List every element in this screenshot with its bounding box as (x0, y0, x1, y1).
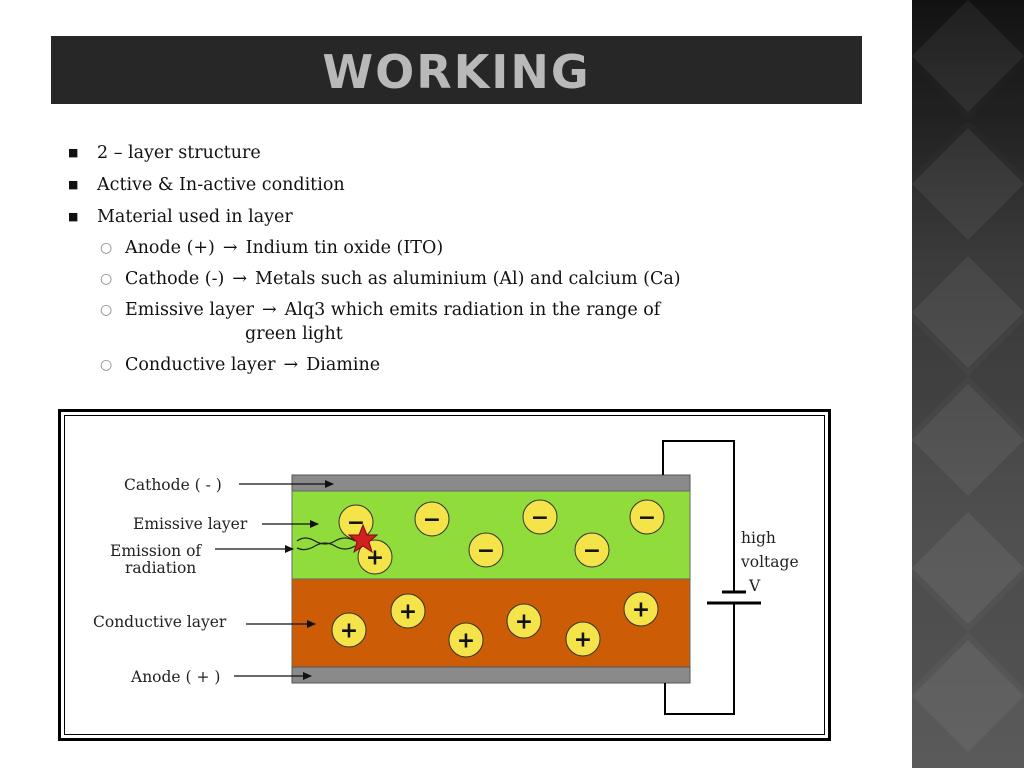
decorative-side-strip (912, 0, 1024, 768)
diamond-pattern (912, 0, 1024, 752)
cathode-layer (291, 474, 691, 492)
electron-charge: − (338, 504, 374, 540)
emissive-layer-label: Emissive layer (133, 515, 248, 533)
circle-bullet-icon: ○ (100, 240, 113, 256)
circle-bullet-icon: ○ (100, 302, 113, 318)
square-bullet-icon: ■ (68, 178, 79, 191)
sub-bullet-desc: Alq3 which emits radiation in the range … (284, 300, 661, 320)
svg-text:−: − (477, 539, 495, 564)
bullet-item: ■ Active & In-active condition (66, 172, 886, 204)
hole-charge: + (623, 591, 659, 627)
electron-charge: − (414, 501, 450, 537)
right-arrow-icon: → (283, 355, 299, 375)
sub-bullet-term: Anode (+) (125, 238, 215, 258)
sub-bullet-item: ○ Conductive layer → Diamine (66, 353, 886, 377)
emission-label-line1: Emission of (110, 542, 202, 560)
electron-charge: − (468, 532, 504, 568)
hole-charge: + (565, 621, 601, 657)
high-voltage-label-line2: voltage (740, 553, 799, 571)
anode-layer (291, 666, 691, 684)
radiation-wave (296, 542, 356, 551)
sub-bullet-desc: Indium tin oxide (ITO) (245, 238, 444, 258)
svg-text:+: + (399, 600, 417, 625)
oled-diagram: − − − − − − + + + + + + + Cathode ( - ) … (93, 440, 799, 715)
radiation-wave (296, 537, 356, 545)
svg-text:+: + (457, 629, 475, 654)
sub-bullet-term: Emissive layer (125, 300, 254, 320)
hole-charge: + (448, 622, 484, 658)
square-bullet-icon: ■ (68, 210, 79, 223)
svg-text:−: − (583, 539, 601, 564)
bullet-item: ■ 2 – layer structure (66, 140, 886, 172)
svg-text:+: + (632, 598, 650, 623)
electron-charge: − (574, 532, 610, 568)
voltage-symbol-label: V (748, 577, 761, 595)
svg-text:−: − (347, 511, 365, 536)
emission-label-line2: radiation (125, 559, 196, 577)
bullet-text: Active & In-active condition (97, 175, 345, 195)
circle-bullet-icon: ○ (100, 271, 113, 287)
sub-bullet-term: Conductive layer (125, 355, 276, 375)
sub-bullet-item: ○ Cathode (-) → Metals such as aluminium (… (66, 267, 886, 291)
oled-diagram-inner-border (64, 415, 825, 735)
bullet-item: ■ Material used in layer (66, 204, 886, 236)
hole-charge: + (390, 593, 426, 629)
circle-bullet-icon: ○ (100, 357, 113, 373)
oled-diagram-frame: − − − − − − + + + + + + + Cathode ( - ) … (58, 409, 831, 741)
sub-bullet-desc: Metals such as aluminium (Al) and calciu… (255, 269, 681, 289)
svg-text:−: − (531, 506, 549, 531)
sub-bullet-desc: Diamine (306, 355, 381, 375)
svg-text:+: + (366, 546, 384, 571)
sub-bullet-item: ○ Anode (+) → Indium tin oxide (ITO) (66, 236, 886, 260)
sub-bullet-item: ○ Emissive layer → Alq3 which emits radiat… (66, 298, 886, 346)
svg-text:+: + (340, 619, 358, 644)
recombination-spark-icon (347, 523, 379, 554)
bullet-text: Material used in layer (97, 207, 293, 227)
square-bullet-icon: ■ (68, 146, 79, 159)
electron-charge: − (629, 499, 665, 535)
sub-bullet-continuation: green light (245, 324, 343, 344)
right-arrow-icon: → (261, 300, 277, 320)
electron-charge: − (522, 499, 558, 535)
right-arrow-icon: → (222, 238, 238, 258)
circuit-wire-bottom (664, 603, 735, 715)
svg-text:−: − (638, 506, 656, 531)
title-bar: WORKING (51, 36, 862, 104)
svg-text:−: − (423, 508, 441, 533)
bullet-list: ■ 2 – layer structure ■ Active & In-acti… (66, 140, 886, 384)
hole-charge: + (506, 603, 542, 639)
circuit-wire-top (662, 440, 735, 592)
right-arrow-icon: → (232, 269, 248, 289)
svg-text:+: + (515, 610, 533, 635)
sub-bullet-term: Cathode (-) (125, 269, 225, 289)
slide-title: WORKING (322, 45, 591, 99)
high-voltage-label-line1: high (741, 529, 776, 547)
bullet-text: 2 – layer structure (97, 143, 261, 163)
hole-charge: + (331, 612, 367, 648)
cathode-label: Cathode ( - ) (124, 476, 222, 494)
conductive-layer-label: Conductive layer (93, 613, 227, 631)
svg-text:+: + (574, 628, 592, 653)
anode-label: Anode ( + ) (130, 668, 220, 686)
